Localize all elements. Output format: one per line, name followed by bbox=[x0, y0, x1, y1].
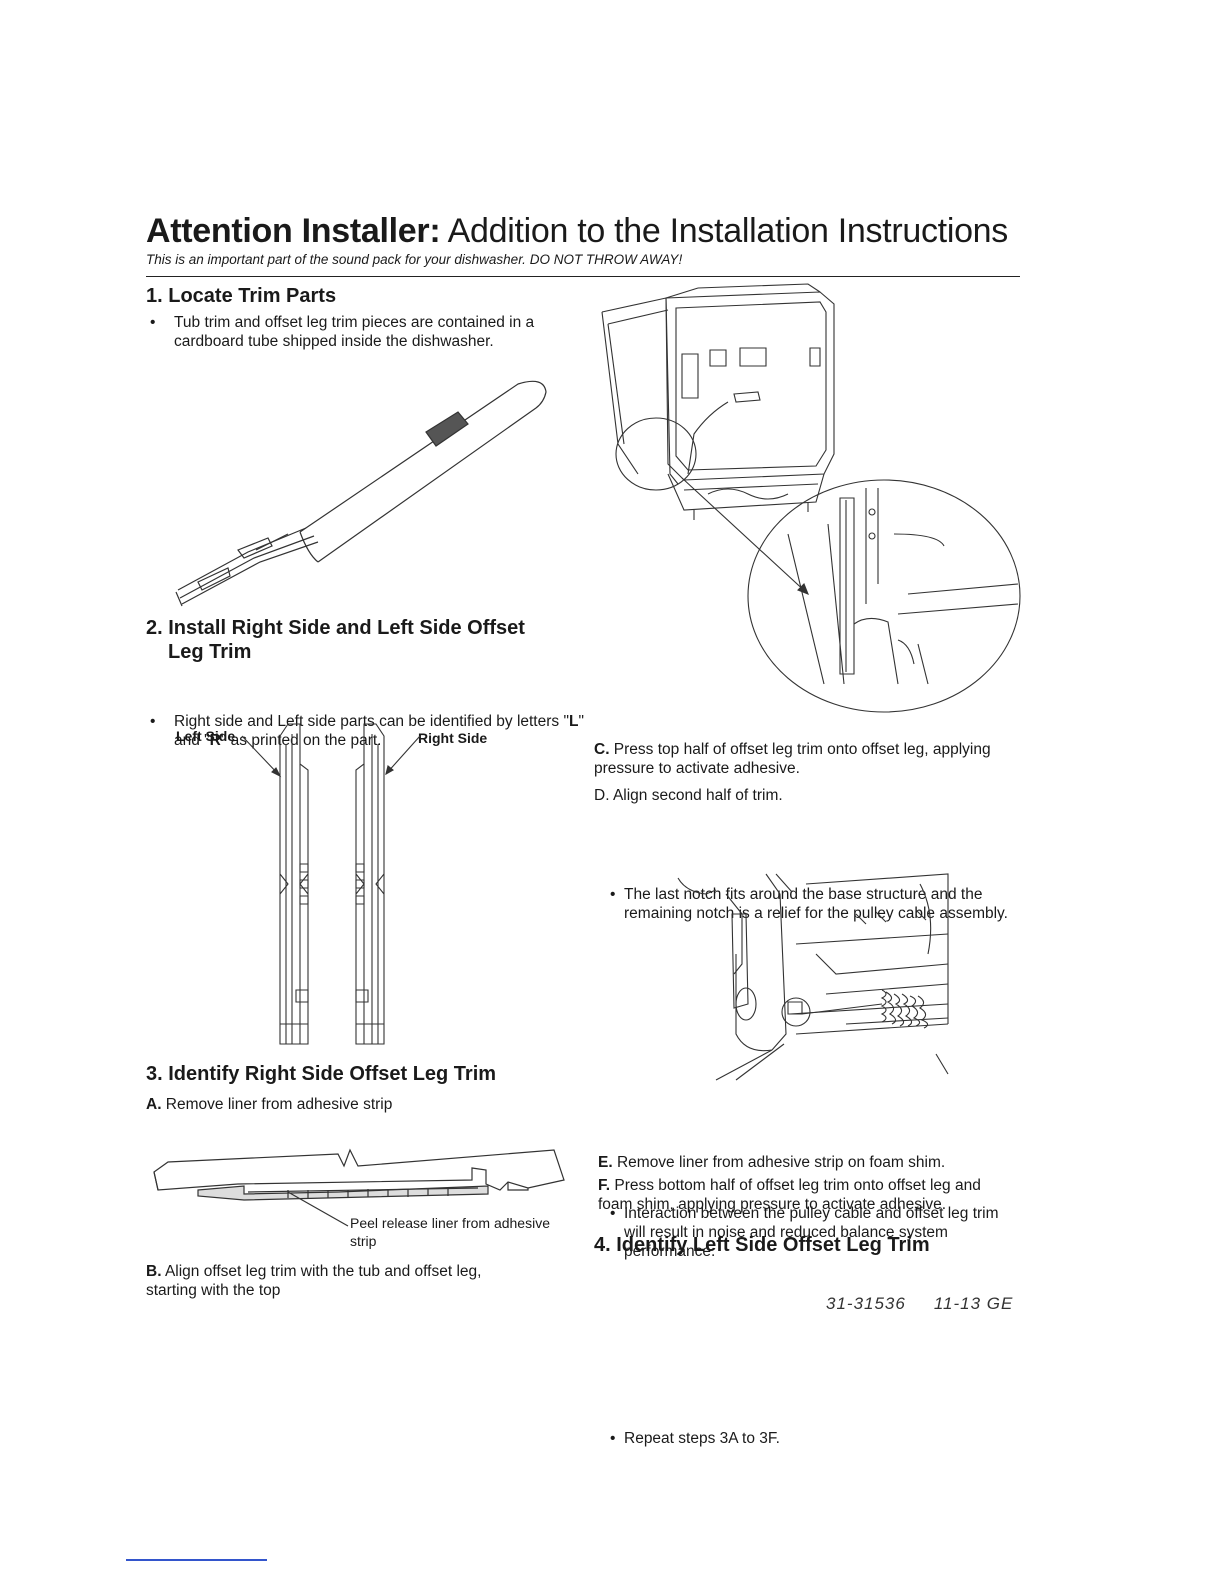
cardboard-tube-illustration bbox=[168, 372, 558, 608]
step4-bullet: Repeat steps 3A to 3F. bbox=[610, 1429, 1024, 1448]
step3-c: C. Press top half of offset leg trim ont… bbox=[594, 741, 991, 777]
step1-bullet: Tub trim and offset leg trim pieces are … bbox=[146, 313, 584, 351]
dishwasher-leg-illustration bbox=[598, 284, 1024, 716]
adhesive-strip-illustration bbox=[148, 1146, 568, 1226]
step2-bullet: Right side and Left side parts can be id… bbox=[146, 712, 584, 750]
step3-e: E. Remove liner from adhesive strip on f… bbox=[598, 1154, 946, 1171]
right-side-label: Right Side bbox=[418, 730, 488, 746]
step3-d-bullet: The last notch fits around the base stru… bbox=[610, 885, 1014, 923]
step4-heading: 4. Identify Left Side Offset Leg Trim bbox=[594, 1234, 930, 1256]
bottom-link-underline bbox=[126, 1559, 267, 1561]
step3-b: B. Align offset leg trim with the tub an… bbox=[146, 1263, 482, 1299]
peel-liner-callout: Peel release liner from adhesive strip bbox=[350, 1215, 550, 1249]
step3-a: A. Remove liner from adhesive strip bbox=[146, 1096, 393, 1113]
step2-heading: 2. Install Right Side and Left Side Offs… bbox=[146, 617, 525, 663]
interaction-bullet: Interaction between the pulley cable and… bbox=[610, 1204, 1024, 1261]
step1-heading: 1. Locate Trim Parts bbox=[146, 285, 337, 307]
page-title: Attention Installer: Addition to the Ins… bbox=[146, 212, 1008, 250]
step3-d: D. Align second half of trim. bbox=[594, 787, 783, 804]
header-rule bbox=[146, 276, 1020, 277]
offset-leg-trim-pair-illustration bbox=[236, 724, 396, 1050]
left-side-label: Left Side bbox=[176, 728, 236, 744]
step3-heading: 3. Identify Right Side Offset Leg Trim bbox=[146, 1063, 497, 1085]
pulley-cable-illustration bbox=[676, 874, 952, 1080]
step3-f: F. Press bottom half of offset leg trim … bbox=[598, 1177, 981, 1213]
page-subtitle: This is an important part of the sound p… bbox=[146, 252, 683, 267]
